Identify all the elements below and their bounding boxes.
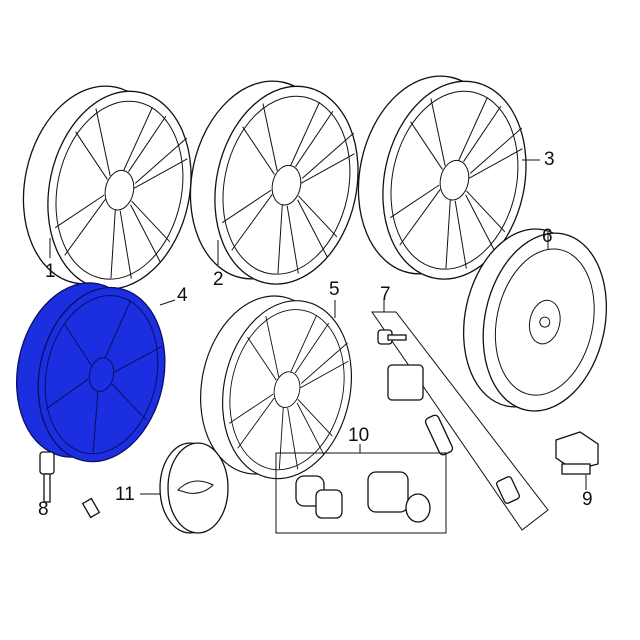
callout-6: 6 — [542, 226, 553, 247]
valve-stem-8 — [39, 451, 101, 519]
wheel-6-spare — [462, 228, 608, 412]
callout-1: 1 — [45, 261, 56, 282]
lock-kit-10 — [275, 444, 447, 534]
wheel-4-highlighted — [16, 282, 166, 463]
tpms-kit-7 — [371, 300, 549, 531]
center-cap-11 — [159, 442, 229, 534]
callout-8: 8 — [38, 499, 49, 520]
wheel-2 — [172, 66, 377, 299]
callout-2: 2 — [213, 269, 224, 290]
callout-3: 3 — [544, 149, 555, 170]
lug-nut-9 — [555, 431, 599, 475]
callout-9: 9 — [582, 489, 593, 510]
callout-4: 4 — [177, 285, 188, 306]
wheel-1 — [5, 71, 210, 304]
leader-4 — [159, 299, 176, 306]
callout-5: 5 — [329, 279, 340, 300]
callout-11: 11 — [115, 484, 135, 505]
callout-10: 10 — [348, 425, 370, 446]
callout-7: 7 — [380, 284, 391, 305]
